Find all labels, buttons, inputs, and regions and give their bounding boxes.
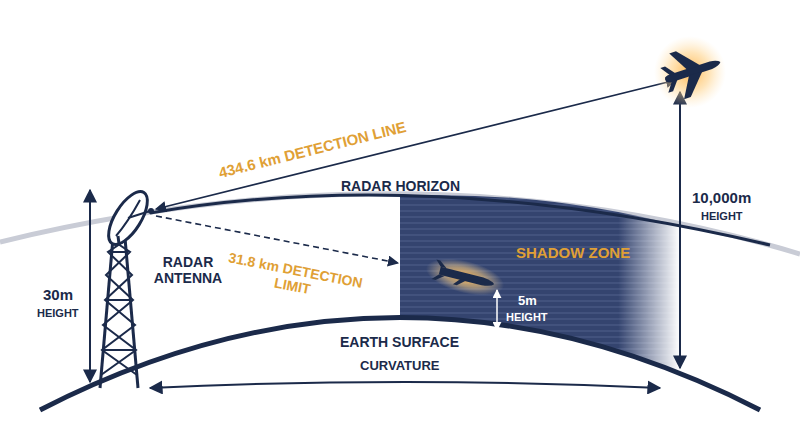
horizon-arc [150,195,770,245]
region-label: CURVATURE [360,359,439,374]
detection-line [156,80,676,209]
distance-label: 434.6 km DETECTION LINE [217,118,408,181]
dimension-label: 10,000m [692,189,751,206]
dimension-unit: HEIGHT [506,311,548,324]
dimension-label: 30m [43,286,73,303]
part-label: RADAR ANTENNA [143,254,233,286]
curvature-arrow [150,382,660,388]
height-arrow [496,290,498,330]
region-label: EARTH SURFACE [340,334,459,350]
aircraft [654,36,728,108]
height-arrow [89,190,91,382]
region-label: RADAR HORIZON [341,178,460,194]
distance-label: 31.8 km DETECTION LIMIT [217,248,370,308]
cruise-missile [422,252,507,302]
height-arrow [679,92,681,368]
radar-dish [101,186,155,251]
earth-surface [40,318,760,411]
dimension-unit: HEIGHT [37,307,79,320]
dimension-unit: HEIGHT [701,210,743,223]
region-label: SHADOW ZONE [516,244,630,261]
radar-tower [100,238,138,388]
dimension-label: 5m [518,294,537,309]
